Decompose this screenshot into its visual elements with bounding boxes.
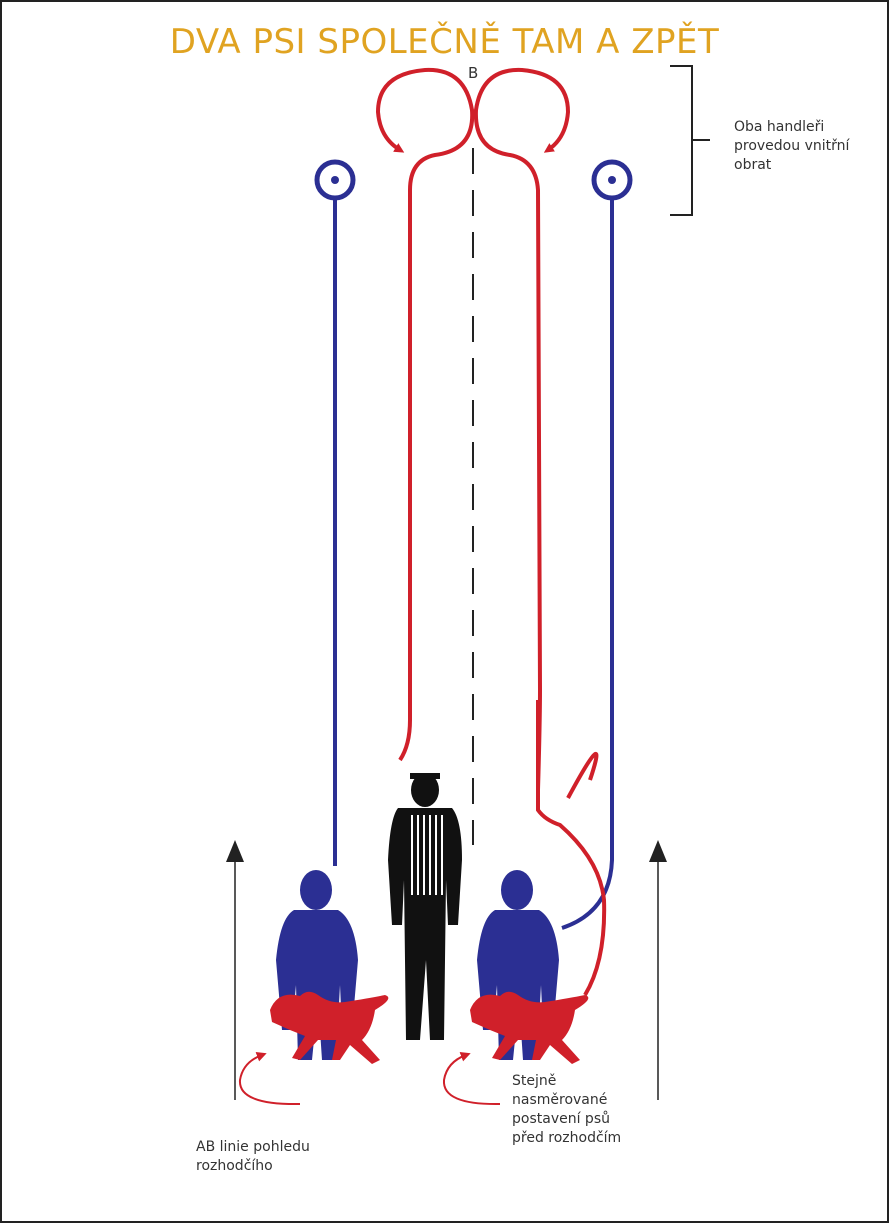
diagram-title: DVA PSI SPOLEČNĚ TAM A ZPĚT — [169, 22, 720, 62]
turn-note-line-3: obrat — [734, 157, 772, 173]
right-turn-marker — [591, 159, 633, 201]
right-handler-path — [561, 198, 614, 930]
turn-note-line-2: provedou vnitřní — [734, 138, 850, 154]
ab-line-note-line-2: rozhodčího — [196, 1158, 273, 1174]
dogs-note-line-2: nasměrované — [512, 1092, 608, 1108]
dogs-note-line-1: Stejně — [512, 1073, 557, 1089]
right-dog-turn-arrow — [442, 1052, 501, 1106]
right-dog-path — [473, 67, 599, 799]
left-dog-turn-arrow — [238, 1052, 301, 1106]
left-dog-path — [375, 67, 475, 762]
ab-line-note-line-1: AB linie pohledu — [196, 1139, 310, 1155]
left-direction-arrow — [226, 840, 244, 1100]
dogs-note-line-4: před rozhodčím — [512, 1130, 622, 1146]
ab-line-note: AB linie pohledu rozhodčího — [196, 1138, 310, 1176]
dogs-position-note: Stejně nasměrované postavení psů před ro… — [512, 1072, 621, 1148]
right-dog-figure — [470, 991, 589, 1064]
turn-note: Oba handleři provedou vnitřní obrat — [734, 118, 849, 175]
turn-note-line-1: Oba handleři — [734, 119, 825, 135]
judge-figure — [388, 773, 462, 1040]
point-b-label: B — [468, 64, 479, 82]
left-turn-marker — [314, 159, 356, 201]
turn-bracket — [670, 65, 710, 216]
right-direction-arrow — [649, 840, 667, 1100]
dogs-note-line-3: postavení psů — [512, 1111, 610, 1127]
left-dog-figure — [270, 991, 389, 1064]
